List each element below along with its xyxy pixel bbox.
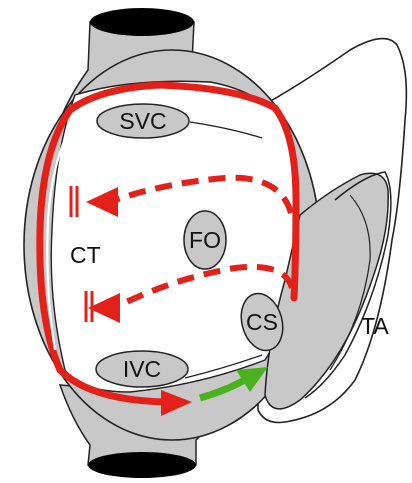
label-ivc: IVC: [123, 356, 161, 382]
label-ct: CT: [70, 242, 101, 268]
ivc-opening: [88, 452, 196, 478]
label-svc: SVC: [119, 108, 166, 134]
label-ta: TA: [361, 313, 389, 339]
svc-opening: [90, 8, 194, 36]
label-cs: CS: [246, 309, 278, 335]
label-fo: FO: [189, 227, 221, 253]
